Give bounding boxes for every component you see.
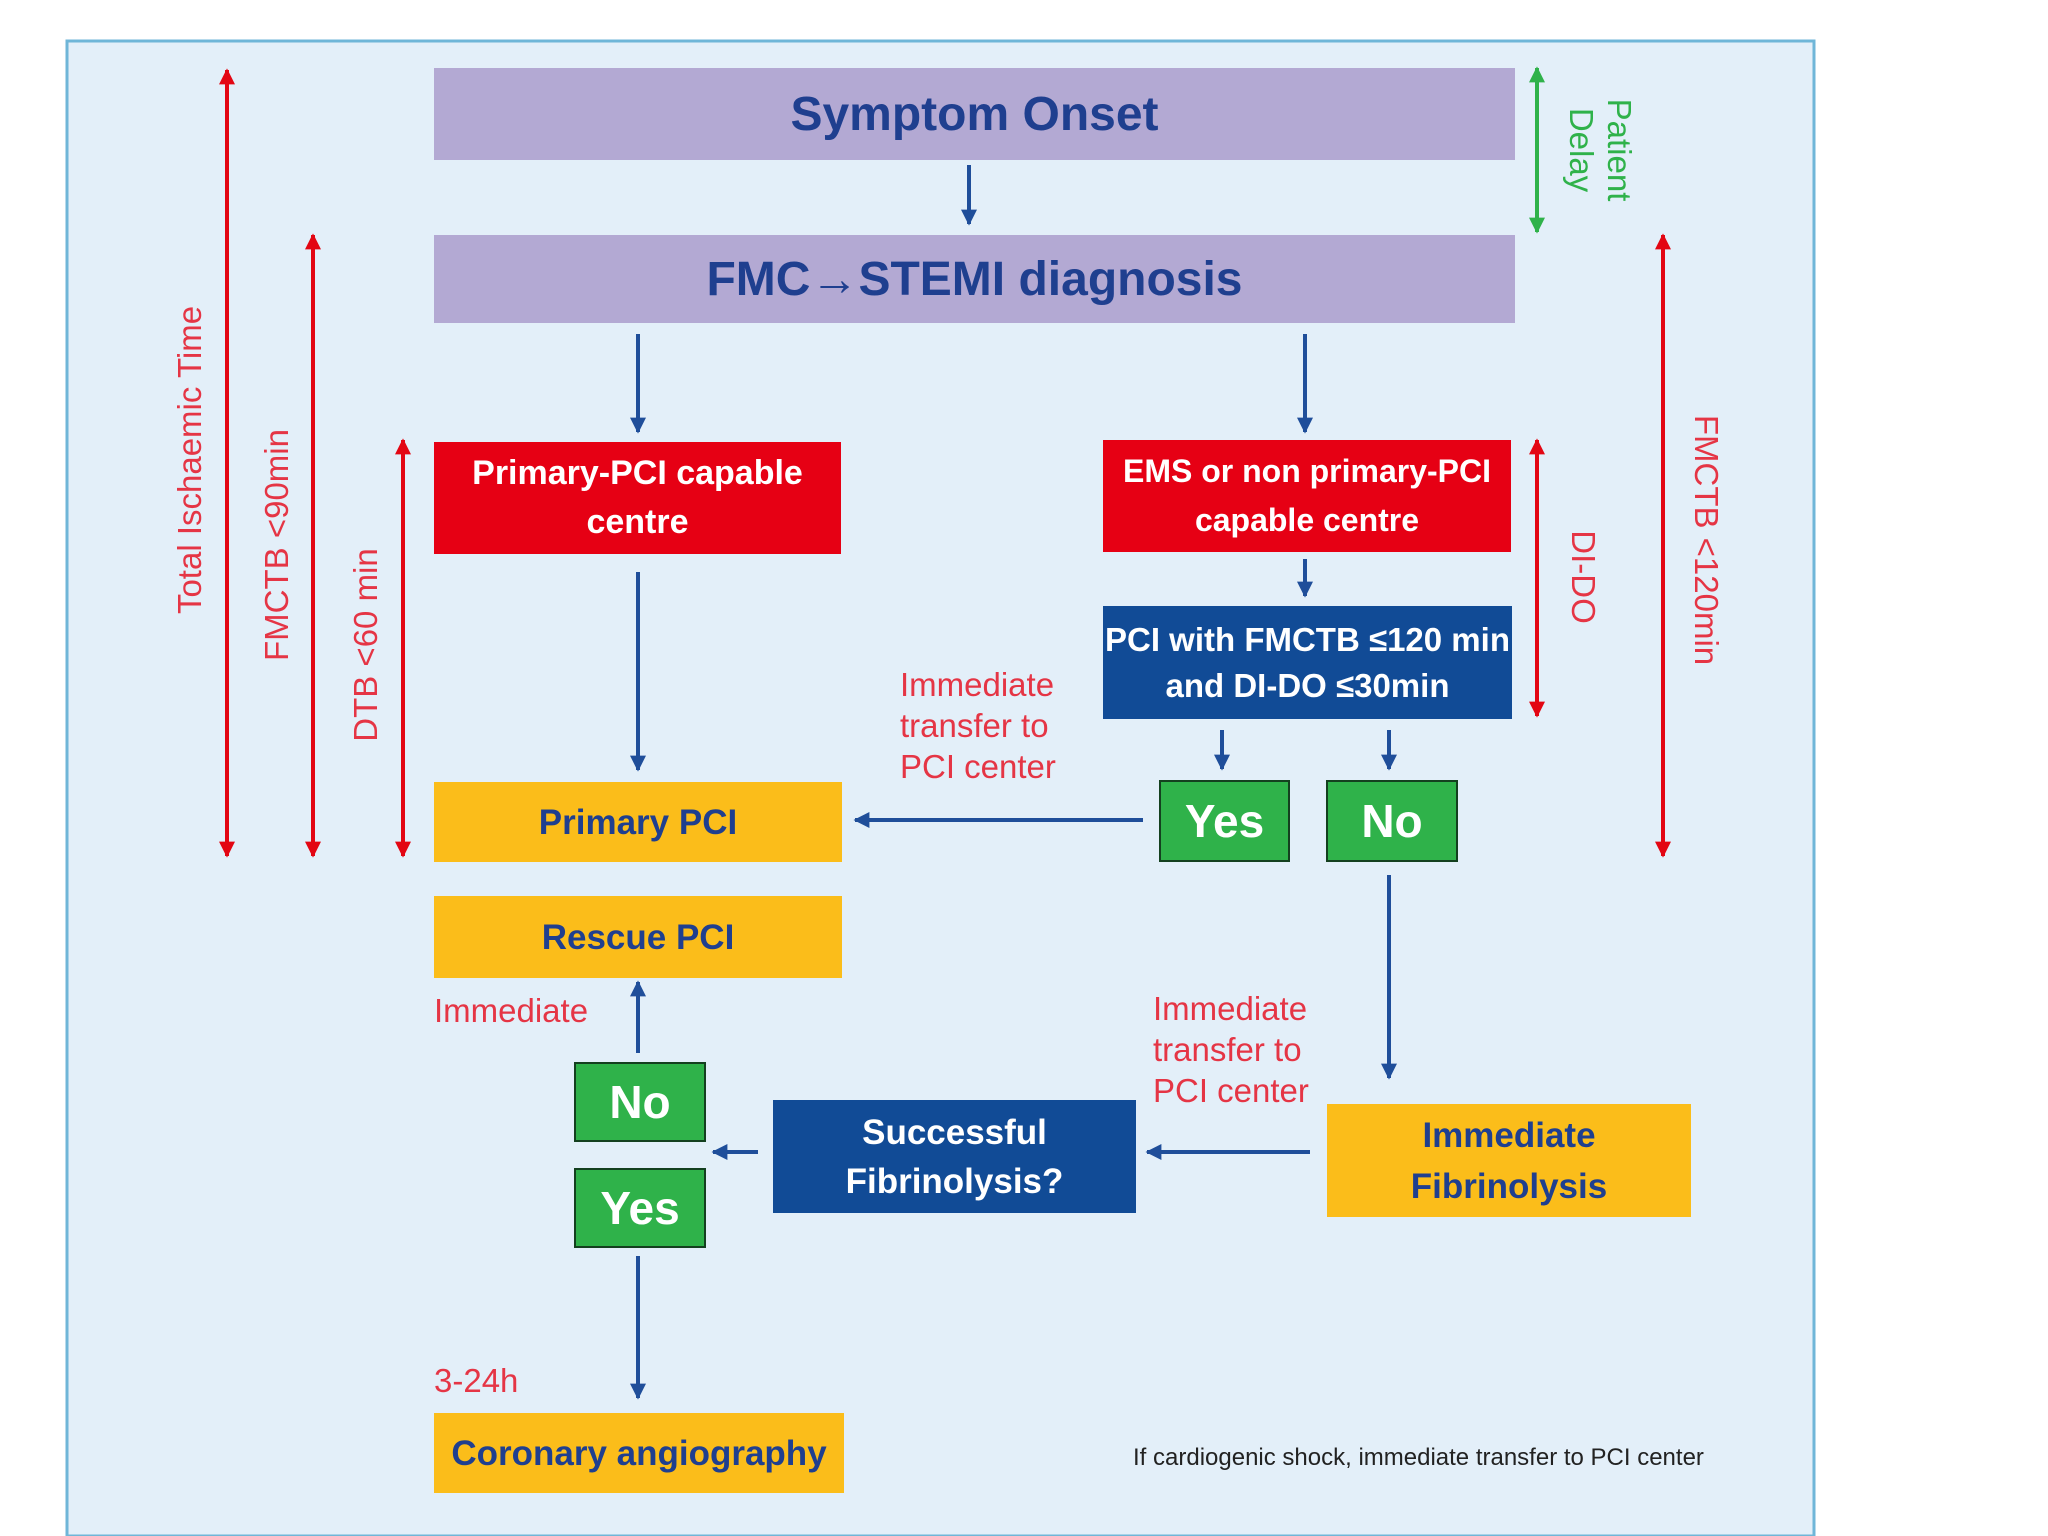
primary-capable-line1: Primary-PCI capable [472, 454, 803, 492]
ems-centre-box: EMS or non primary-PCI capable centre [1103, 440, 1511, 552]
total-ischaemic-time-label: Total Ischaemic Time [171, 306, 209, 614]
pci-check-line2: and DI-DO ≤30min [1165, 666, 1450, 704]
yes-box-bottom: Yes [574, 1168, 706, 1248]
fmc-diagnosis-box: FMC→STEMI diagnosis [434, 235, 1515, 323]
transfer-top-line3: PCI center [900, 748, 1056, 785]
successful-fibrinolysis-box: Successful Fibrinolysis? [773, 1100, 1136, 1213]
primary-pci-capable-centre-box: Primary-PCI capable centre [434, 442, 841, 554]
rescue-pci-label: Rescue PCI [541, 917, 735, 957]
transfer-bottom-line2: transfer to [1153, 1031, 1302, 1068]
immediate-fibrinolysis-box: Immediate Fibrinolysis [1327, 1104, 1691, 1217]
ems-line1: EMS or non primary-PCI [1122, 453, 1492, 489]
no-top-label: No [1361, 795, 1423, 847]
immediate-fib-line2: Fibrinolysis [1410, 1166, 1608, 1206]
total-ischaemic-text: Total Ischaemic Time [171, 305, 208, 615]
yes-box-top: Yes [1159, 780, 1290, 862]
ems-line2: capable centre [1194, 502, 1420, 538]
transfer-bottom-line1: Immediate [1153, 990, 1308, 1027]
primary-pci-label: Primary PCI [538, 802, 738, 842]
primary-capable-line2: centre [586, 503, 689, 541]
transfer-top-line2: transfer to [900, 707, 1049, 744]
yes-bottom-label: Yes [600, 1182, 680, 1234]
pci-check-line1: PCI with FMCTB ≤120 min [1105, 620, 1510, 658]
symptom-onset-label: Symptom Onset [790, 87, 1159, 141]
immediate-text: Immediate [434, 992, 589, 1029]
fmctb-90-label: FMCTB <90min [258, 429, 296, 661]
footnote-text: If cardiogenic shock, immediate transfer… [1133, 1444, 1704, 1471]
coronary-label: Coronary angiography [451, 1433, 827, 1473]
immediate-fib-line1: Immediate [1422, 1115, 1596, 1155]
dtb-60-label: DTB <60 min [347, 548, 385, 742]
transfer-top-line1: Immediate [900, 666, 1055, 703]
transfer-bottom-line3: PCI center [1153, 1072, 1309, 1109]
cardiogenic-shock-footnote: If cardiogenic shock, immediate transfer… [1133, 1444, 1704, 1472]
immediate-note: Immediate [434, 990, 588, 1031]
primary-pci-box: Primary PCI [434, 782, 842, 862]
dtb-60-text: DTB <60 min [347, 548, 384, 742]
no-box-bottom: No [574, 1062, 706, 1142]
no-bottom-label: No [609, 1076, 671, 1128]
rescue-pci-box: Rescue PCI [434, 896, 842, 978]
no-box-top: No [1326, 780, 1458, 862]
successful-line1: Successful [862, 1112, 1047, 1152]
fmctb-120-label: FMCTB <120min [1687, 415, 1725, 665]
symptom-onset-box: Symptom Onset [434, 68, 1515, 160]
fmctb-90-text: FMCTB <90min [258, 429, 295, 661]
patient-delay-line2: Delay [1563, 107, 1600, 193]
di-do-text: DI-DO [1565, 530, 1602, 624]
fmctb-120-text: FMCTB <120min [1688, 414, 1725, 666]
pci-check-box: PCI with FMCTB ≤120 min and DI-DO ≤30min [1103, 606, 1512, 719]
hours-note: 3-24h [434, 1360, 518, 1401]
yes-top-label: Yes [1184, 795, 1265, 847]
fmc-diagnosis-label: FMC→STEMI diagnosis [706, 252, 1243, 306]
transfer-note-bottom: Immediate transfer to PCI center [1153, 988, 1309, 1111]
successful-line2: Fibrinolysis? [845, 1161, 1064, 1201]
di-do-label: DI-DO [1564, 530, 1602, 624]
patient-delay-label: Patient Delay [1562, 99, 1638, 202]
hours-text: 3-24h [434, 1362, 519, 1399]
coronary-angiography-box: Coronary angiography [434, 1413, 844, 1493]
transfer-note-top: Immediate transfer to PCI center [900, 664, 1056, 787]
patient-delay-line1: Patient [1601, 98, 1638, 202]
